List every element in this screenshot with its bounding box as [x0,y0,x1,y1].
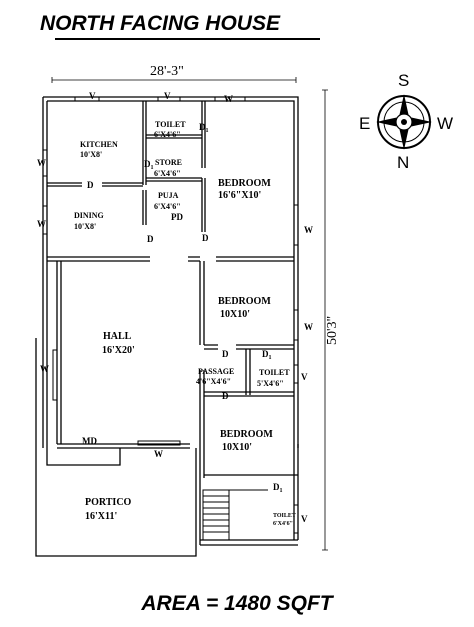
kitchen-name: KITCHEN [80,140,118,149]
ventilator-mark-kitchen: V [89,91,96,101]
ventilator-mark-toilet2: V [301,372,308,382]
dining-name: DINING [74,211,104,220]
toilet3-name: TOILET [273,513,296,519]
toilet1-size: 6'X4'6" [154,130,181,139]
passage-name: PASSAGE [198,367,234,376]
door-marks: D1 D1 D PD D D D D1 D D1 MD [82,122,283,494]
window-mark-dining: W [37,219,46,229]
compass-left-label: E [359,114,370,133]
door-mark-dining: D [147,234,154,244]
door1-mark-toilet2: D1 [262,349,272,361]
store-name: STORE [155,158,182,167]
toilet1-name: TOILET [155,120,186,129]
door-mark-bedroom2: D [222,349,229,359]
area-label: AREA = 1480 SQFT [141,592,333,615]
door1-mark-store: D1 [144,159,154,171]
puja-door-mark: PD [171,212,183,222]
window-marks: V V W W W W W V W W V [37,91,313,524]
toilet2-name: TOILET [259,368,290,377]
window-mark-hall: W [40,364,49,374]
depth-dimension: 50'3" [325,316,340,345]
bedroom1-name: BEDROOM [218,178,271,189]
passage-size: 4'6"X4'6" [196,377,231,386]
ventilator-mark-toilet3: V [301,514,308,524]
title-underline [55,38,320,40]
puja-name: PUJA [158,191,179,200]
bedroom2-size: 10X10' [220,309,250,320]
dining-size: 10'X8' [74,222,96,231]
toilet3-size: 6'X4'6" [273,521,293,527]
kitchen-size: 10'X8' [80,150,102,159]
window-mark-kitchen: W [37,158,46,168]
puja-size: 6'X4'6" [154,202,181,211]
stairs [202,489,268,541]
window-mark-hall-bottom: W [154,449,163,459]
dimension-lines [51,77,328,551]
door1-mark-toilet3: D1 [273,482,283,494]
bedroom3-size: 10X10' [222,442,252,453]
door-mark-bedroom1: D [202,233,209,243]
door1-mark-toilet1: D1 [199,122,209,134]
door-mark-bedroom3: D [222,391,229,401]
portico-name: PORTICO [85,497,132,508]
window-mark-bedroom2: W [304,322,313,332]
ventilator-mark-toilet1: V [164,91,171,101]
compass-top-label: S [398,71,409,90]
store-size: 6'X4'6" [154,169,181,178]
toilet2-size: 5'X4'6" [257,379,284,388]
bedroom3-name: BEDROOM [220,429,273,440]
page-title: NORTH FACING HOUSE [40,12,280,35]
hall-size: 16'X20' [102,345,135,356]
width-dimension: 28'-3" [150,64,184,79]
portico-size: 16'X11' [85,511,117,522]
main-door-mark: MD [82,436,97,446]
window-symbols [42,96,299,534]
bedroom2-name: BEDROOM [218,296,271,307]
window-mark-bedroom1: W [304,225,313,235]
compass-bottom-label: N [397,153,409,172]
bedroom1-size: 16'6"X10' [218,190,262,201]
hall-name: HALL [103,331,132,342]
window-mark-bedroom1-top: W [224,94,233,104]
compass-rose: S E W N [359,71,453,172]
door-mark-kitchen: D [87,180,94,190]
compass-right-label: W [437,114,453,133]
